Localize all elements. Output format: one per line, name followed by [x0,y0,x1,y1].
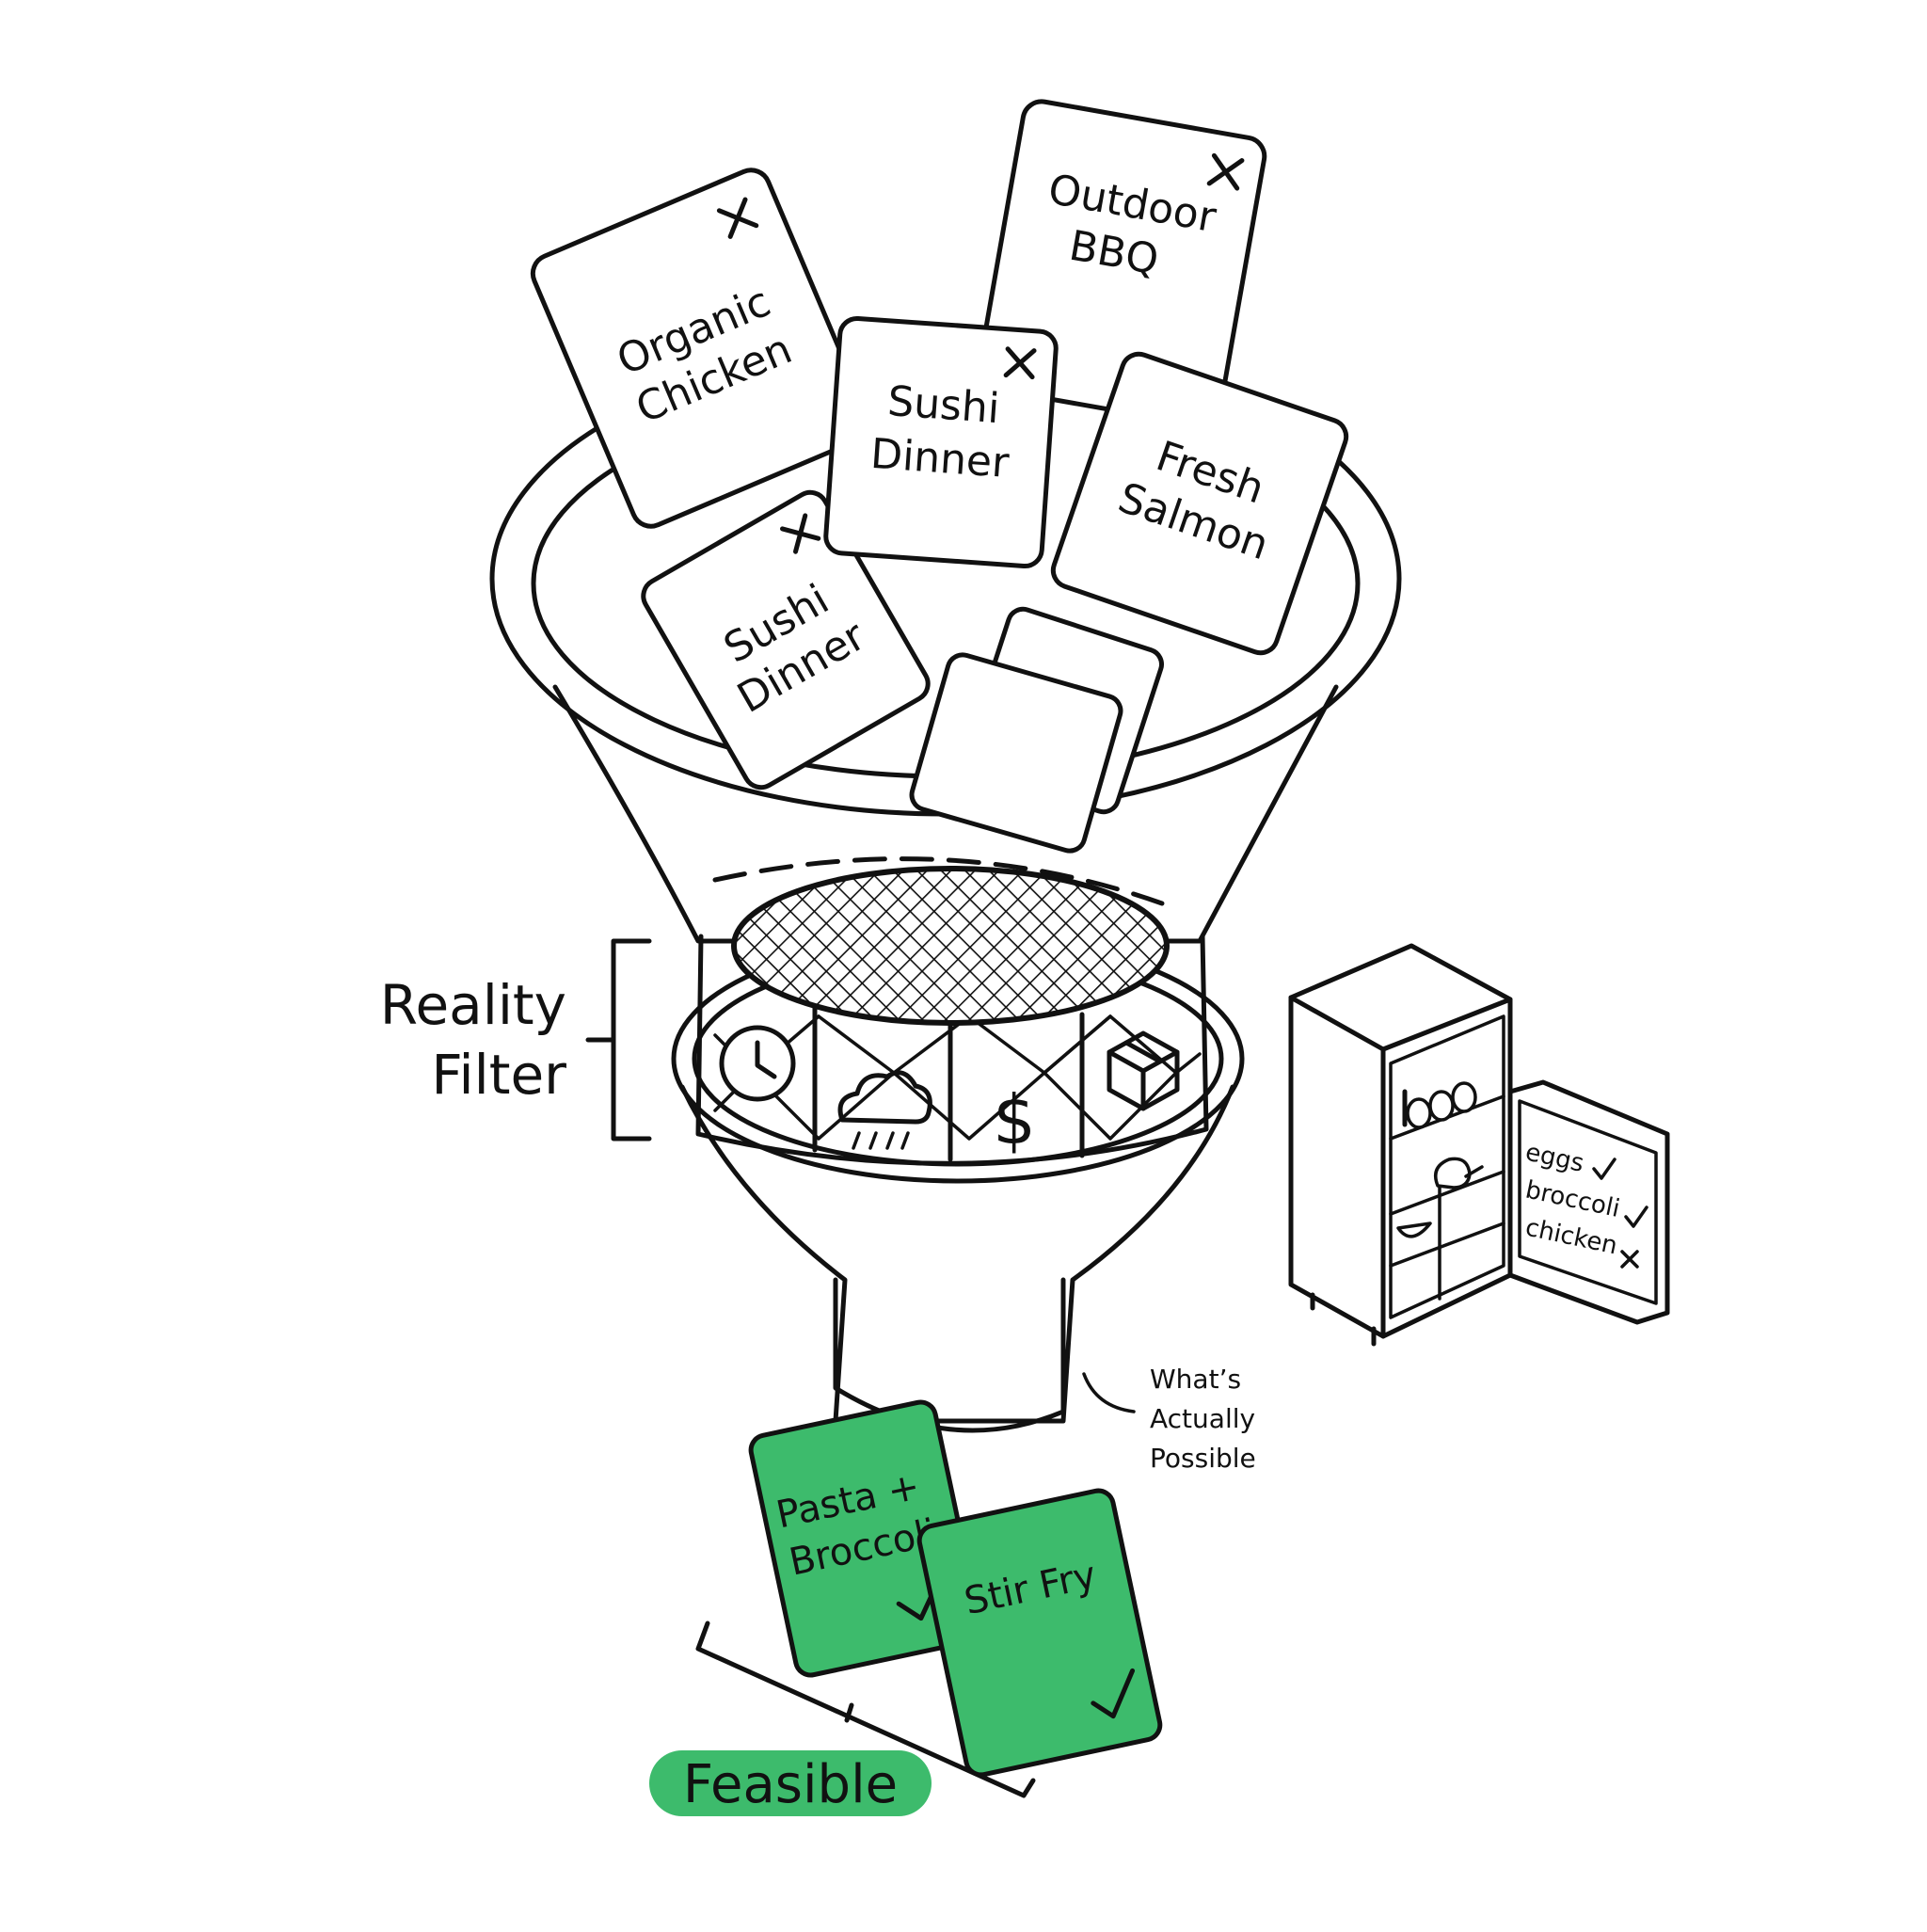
fridge: eggs broccoli chicken [1288,943,1670,1347]
filter-label: Filter [431,1043,566,1107]
output-cards: Pasta + Broccoli Stir Fry [695,1399,1163,1798]
input-card: Sushi Dinner [823,315,1059,569]
drumstick-icon [1434,1157,1484,1190]
check-icon [1624,1206,1648,1228]
output-bracket [695,1621,1036,1798]
x-mark-icon [1620,1250,1639,1269]
input-card: Organic Chicken [530,168,872,529]
rain-cloud-icon [837,1070,932,1150]
dollar-symbol: $ [993,1080,1036,1159]
reality-filter: $ Reality Filter [380,856,1245,1424]
output-card: Pasta + Broccoli [748,1399,983,1678]
input-card-label: Sushi [886,377,1001,433]
input-cards: Sushi Dinner Organic Chicken Outdoor BBQ [530,99,1349,854]
filter-bracket [585,938,652,1142]
fridge-checklist: eggs broccoli chicken [1523,1139,1648,1269]
filter-band: $ [695,934,1209,1166]
check-icon [1091,1668,1136,1719]
blank-card [909,652,1123,854]
filter-label: Reality [380,973,566,1037]
x-mark-icon [1206,152,1245,191]
input-card-label: Dinner [869,430,1011,487]
feasible-label: Feasible [683,1754,898,1815]
feasible-badge: Feasible [649,1750,932,1816]
egg-icon [1406,1081,1477,1129]
check-icon [1592,1158,1616,1180]
outlet-note-line: Possible [1150,1443,1256,1474]
checklist-item: eggs [1523,1139,1586,1178]
bowl-icon [1396,1221,1432,1238]
outlet-note: What’s Actually Possible [1082,1364,1256,1474]
output-card: Stir Fry [916,1488,1163,1778]
sieve-mesh [731,866,1170,1026]
funnel-spout [833,1277,1066,1433]
x-mark-icon [779,513,821,554]
sieve-dashed-arc [712,856,1165,906]
filter-collar-body [679,1084,1235,1424]
input-card: Sushi Dinner [641,489,931,790]
box-icon [1107,1030,1180,1111]
input-card: Fresh Salmon [1050,351,1349,656]
x-mark-icon [716,197,759,239]
clock-icon [719,1025,796,1102]
outlet-note-line: Actually [1150,1403,1255,1434]
dollar-icon: $ [993,1080,1036,1159]
outlet-note-line: What’s [1150,1364,1241,1395]
x-mark-icon [1003,346,1037,380]
